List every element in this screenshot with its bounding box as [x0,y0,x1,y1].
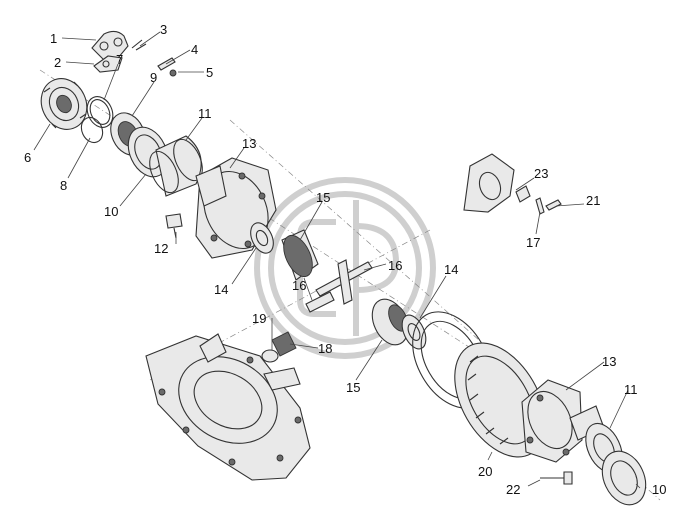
callout-17: 17 [526,235,540,250]
callout-19: 19 [252,311,266,326]
callout-labels: 1 2 3 4 5 6 7 8 9 10 10 11 11 12 13 13 1… [24,22,666,497]
callout-13-lower: 13 [602,354,616,369]
callout-3: 3 [160,22,167,37]
callout-9: 9 [150,70,157,85]
leader-lines [33,31,641,489]
part-bearing-cup-10-upper [127,126,169,178]
callout-7: 7 [116,52,123,67]
callout-5: 5 [206,65,213,80]
callout-16-left: 16 [292,278,306,293]
part-washer-19 [261,349,279,363]
part-bearing-cap-right [463,153,515,213]
part-lock-plate-23 [515,185,531,203]
part-bearing-cup-10-lower [601,450,647,506]
callout-12: 12 [154,241,168,256]
part-bearing-cap [91,30,129,73]
callout-11-lower: 11 [624,382,638,397]
callout-16-right: 16 [388,258,402,273]
callout-18: 18 [318,341,332,356]
callout-11-upper: 11 [198,106,212,121]
callout-6: 6 [24,150,31,165]
callout-10-lower: 10 [652,482,666,497]
part-bolt-21 [545,199,562,211]
part-pinion-gear-18 [271,331,297,357]
part-pin-17 [535,197,545,215]
part-nut-5 [169,69,177,77]
callout-13-upper: 13 [242,136,256,151]
callout-14-lower: 14 [444,262,458,277]
part-axle-housing [145,333,311,481]
part-side-gear-15-upper [281,229,319,281]
callout-15-lower: 15 [346,380,360,395]
callout-10-upper: 10 [104,204,118,219]
part-lock-pin [131,39,147,51]
part-shim-ring [80,116,104,144]
part-bolt-22 [540,471,573,485]
callout-15-upper: 15 [316,190,330,205]
part-spider-cross [305,259,373,313]
part-ring-gear-20 [454,342,546,458]
part-bolt-12 [165,213,183,239]
callout-2: 2 [54,55,61,70]
callout-8: 8 [60,178,67,193]
callout-4: 4 [191,42,198,57]
part-thrust-washer-14-upper [250,222,274,254]
callout-1: 1 [50,31,57,46]
callout-23: 23 [534,166,548,181]
callout-14-upper: 14 [214,282,228,297]
callout-20: 20 [478,464,492,479]
part-adjuster-nut [40,78,88,130]
callout-21: 21 [586,193,600,208]
callout-22: 22 [506,482,520,497]
